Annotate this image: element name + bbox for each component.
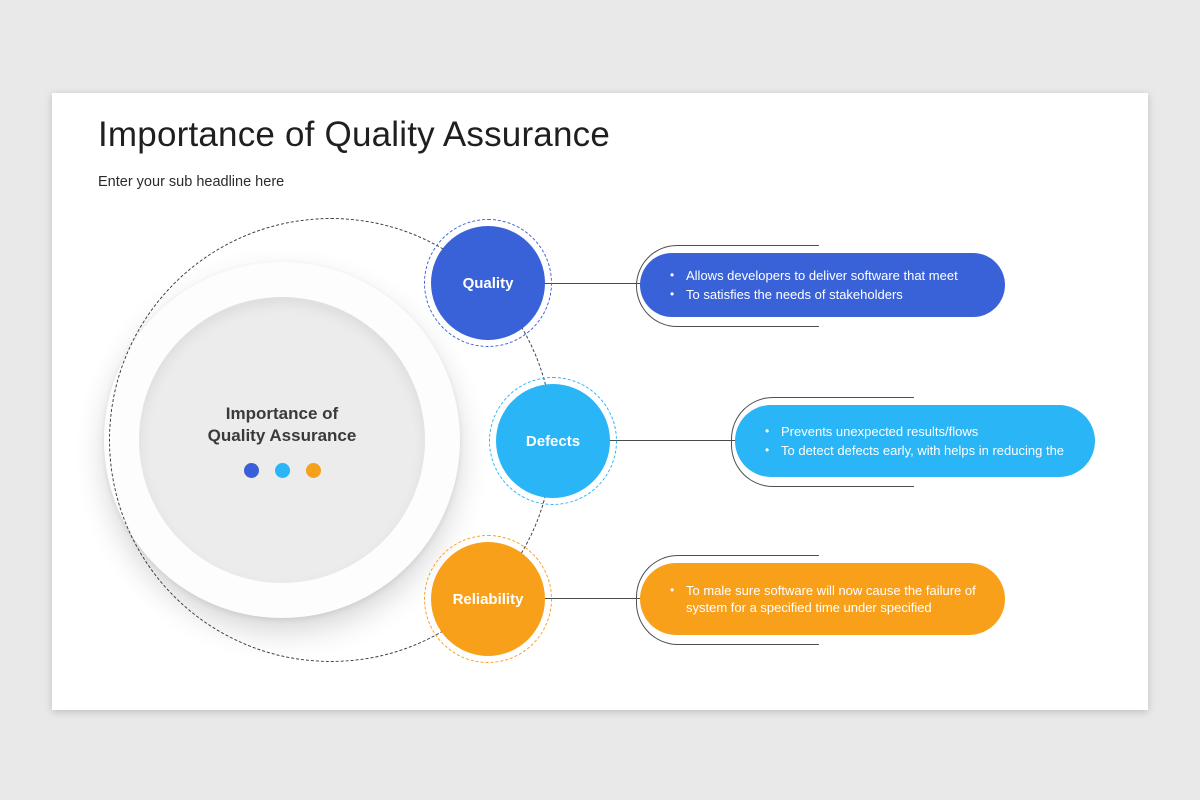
connector-defects — [605, 440, 737, 441]
hub-dots — [243, 462, 321, 478]
callout-quality: • Allows developers to deliver software … — [640, 253, 1005, 317]
bullet-marker: • — [765, 443, 770, 457]
bullet-text: Prevents unexpected results/flows — [781, 424, 979, 439]
node-quality-label: Quality — [462, 274, 514, 292]
bullet-marker: • — [765, 424, 770, 438]
bullet-item: • Allows developers to deliver software … — [670, 267, 979, 284]
callout-outline-quality — [636, 245, 819, 327]
bullet-marker: • — [670, 287, 675, 301]
node-reliability: Reliability — [424, 535, 552, 663]
page-subtitle: Enter your sub headline here — [98, 174, 285, 190]
node-quality: Quality — [424, 219, 552, 347]
bullet-item: • To male sure software will now cause t… — [670, 582, 979, 616]
bullet-item: • To detect defects early, with helps in… — [765, 442, 1069, 459]
bullet-item: • To satisfies the needs of stakeholders — [670, 286, 979, 303]
callout-outline-reliability — [636, 555, 819, 645]
hub-label-line1: Importance of — [225, 403, 339, 423]
bullet-text: To detect defects early, with helps in r… — [781, 443, 1065, 458]
hub-label-line2: Quality Assurance — [207, 425, 357, 445]
callout-defects: • Prevents unexpected results/flows • To… — [735, 405, 1095, 477]
hub-label: Importance of Quality Assurance — [208, 403, 357, 447]
node-reliability-label: Reliability — [452, 590, 524, 608]
bullet-text: To satisfies the needs of stakeholders — [686, 287, 903, 302]
bullet-item: • Prevents unexpected results/flows — [765, 423, 1069, 440]
node-defects-label: Defects — [525, 432, 581, 450]
bullet-marker: • — [670, 268, 675, 282]
bullet-text: To male sure software will now cause the… — [686, 583, 976, 615]
connector-quality — [540, 283, 648, 284]
bullet-marker: • — [670, 583, 675, 597]
bullet-text: Allows developers to deliver software th… — [686, 268, 958, 283]
slide: Importance of Quality Assurance Enter yo… — [52, 93, 1148, 710]
hub-dot-lightblue — [274, 462, 290, 478]
hub-dot-orange — [305, 462, 321, 478]
page-title: Importance of Quality Assurance — [98, 115, 611, 154]
hub-dot-blue — [243, 462, 259, 478]
node-defects: Defects — [489, 377, 617, 505]
hub-inner-circle: Importance of Quality Assurance — [139, 297, 425, 583]
callout-outline-defects — [731, 397, 914, 487]
callout-reliability: • To male sure software will now cause t… — [640, 563, 1005, 635]
connector-reliability — [540, 598, 642, 599]
